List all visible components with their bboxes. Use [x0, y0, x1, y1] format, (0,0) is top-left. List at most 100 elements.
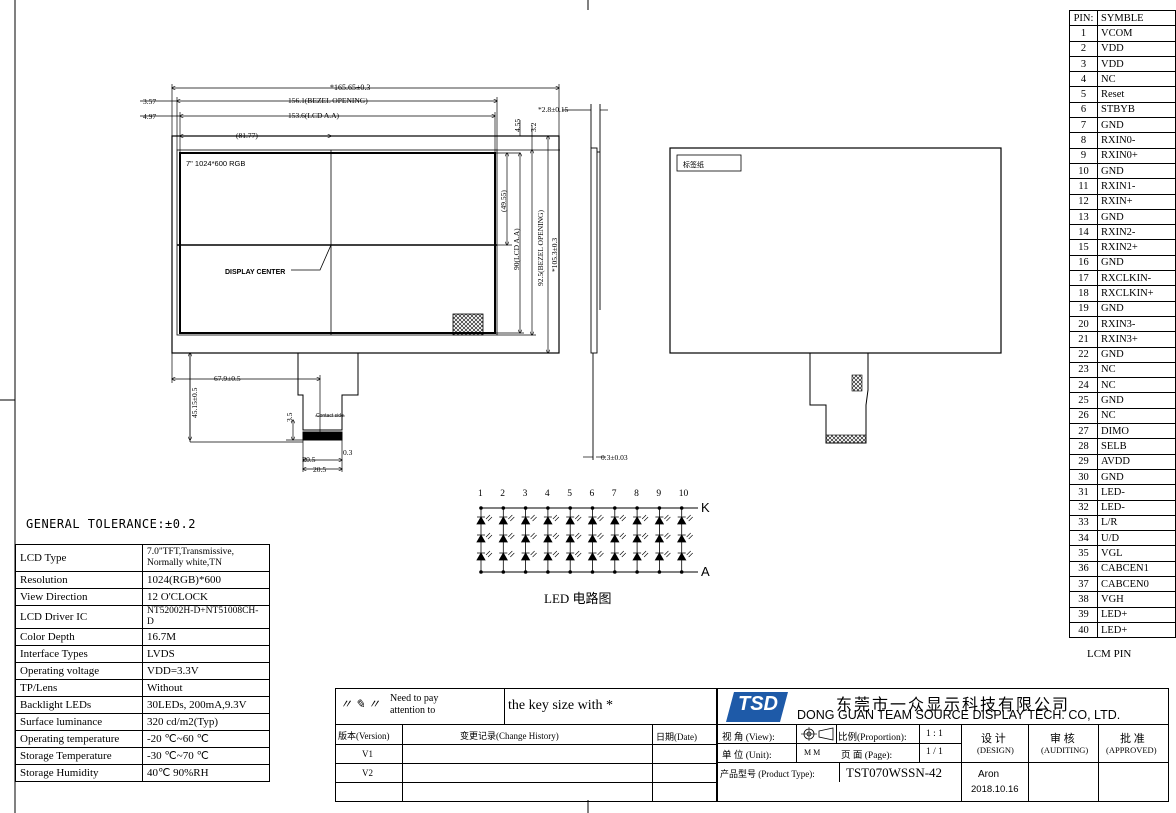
title-block: 〃 ✎ 〃 Need to pay attention to the key s… [335, 688, 1169, 802]
pin-symbol: VCOM [1096, 25, 1176, 42]
pin-number: 37 [1069, 575, 1098, 593]
light-emission-icon [508, 514, 515, 522]
junction-dot [590, 570, 595, 574]
dim-bezel-h: 92.5(BEZEL OPENING) [536, 210, 545, 286]
light-emission-icon [619, 532, 627, 540]
spec-value: 12 O'CLOCK [142, 588, 270, 606]
pin-symbol: U/D [1096, 530, 1176, 547]
pin-symbol: SELB [1096, 438, 1176, 455]
change-history-header: 变更记录(Change History) [460, 731, 559, 741]
led-column-number: 10 [679, 489, 689, 499]
dim-bezel-w: 156.1(BEZEL OPENING) [288, 96, 368, 105]
junction-dot [523, 506, 528, 510]
light-emission-icon [619, 550, 627, 558]
bezel-opening [176, 149, 498, 336]
symbol-header: SYMBLE [1096, 9, 1176, 27]
junction-dot [613, 570, 617, 574]
light-emission-icon [664, 550, 671, 558]
company-name-en: DONG GUAN TEAM SOURCE DISPLAY TECH. CO, … [797, 708, 1121, 722]
spec-value: LVDS [142, 645, 270, 663]
front-view [171, 135, 560, 441]
dim-pad: 0.3 [343, 448, 353, 457]
pin-number: 8 [1069, 132, 1098, 149]
back-label: 标签纸 [683, 160, 704, 169]
fpc-contacts [302, 431, 343, 441]
pin-number: 25 [1069, 392, 1098, 409]
junction-dot [613, 506, 617, 510]
dim-center-x: (81.77) [236, 131, 258, 140]
light-emission-icon [686, 532, 693, 540]
led-diode-icon [632, 534, 642, 543]
spec-value: -20 ℃~60 ℃ [142, 730, 270, 748]
junction-dot [501, 506, 506, 510]
junction-dot [679, 570, 684, 574]
led-column-number: 3 [523, 489, 528, 499]
pin-number: 12 [1069, 193, 1098, 210]
pin-symbol: RXCLKIN- [1096, 270, 1176, 287]
pin-number: 16 [1069, 254, 1098, 272]
design-date: 2018.10.16 [971, 784, 1019, 795]
front-label: 7" 1024*600 RGB [186, 159, 245, 168]
pin-table-header: PIN: SYMBLE [1069, 9, 1176, 27]
light-emission-icon [485, 550, 493, 558]
unit-label: 单 位 (Unit): [722, 751, 772, 761]
design-label: 设 计 [981, 733, 1006, 745]
led-cathode-label: K [701, 500, 710, 515]
pin-symbol: GND [1096, 392, 1176, 409]
led-diode-icon [654, 516, 665, 525]
led-column-number: 5 [567, 489, 572, 499]
spec-label: Backlight LEDs [15, 696, 143, 714]
led-diode-icon [632, 516, 642, 525]
pin-symbol: RXIN1- [1096, 178, 1176, 195]
back-fpc [809, 353, 869, 444]
led-diode-icon [677, 516, 687, 525]
led-diode-icon [543, 552, 553, 561]
spec-value: 16.7M [142, 628, 270, 646]
pin-number: 26 [1069, 407, 1098, 425]
pin-symbol: RXIN+ [1096, 193, 1176, 210]
fpc [297, 353, 359, 431]
junction-dot [501, 570, 506, 574]
pin-symbol: LED- [1096, 484, 1176, 501]
attention-line-1: Need to pay [390, 693, 439, 704]
led-diode-icon [587, 516, 598, 525]
module-outline [171, 135, 560, 354]
pin-number: 29 [1069, 453, 1098, 470]
pin-symbol: NC [1096, 361, 1176, 379]
pin-number: 31 [1069, 484, 1098, 501]
spec-value: 7.0"TFT,Transmissive, Normally white,TN [142, 544, 270, 572]
led-circuit-caption: LED 电路图 [544, 591, 612, 606]
pin-number: 32 [1069, 499, 1098, 516]
led-diode-icon [565, 516, 575, 525]
led-diode-icon [632, 552, 642, 561]
junction-dot [523, 570, 528, 574]
led-diode-icon [543, 516, 553, 525]
light-emission-icon [597, 514, 604, 522]
spec-label: LCD Driver IC [15, 605, 143, 629]
dim-aa-w: 153.6(LCD A.A) [288, 111, 340, 120]
light-emission-icon [597, 550, 604, 558]
led-diode-icon [565, 552, 575, 561]
dim-fpc-len: 45.15±0.5 [190, 387, 199, 418]
junction-dot [635, 570, 639, 574]
dim-fpc-thickness: 0.3±0.03 [601, 453, 628, 462]
led-column-number: 4 [545, 489, 550, 499]
led-anode-label: A [701, 564, 710, 579]
pin-number: 30 [1069, 468, 1098, 486]
led-column-number: 6 [590, 489, 595, 499]
pin-number: 9 [1069, 147, 1098, 164]
led-diode-icon [565, 534, 575, 543]
